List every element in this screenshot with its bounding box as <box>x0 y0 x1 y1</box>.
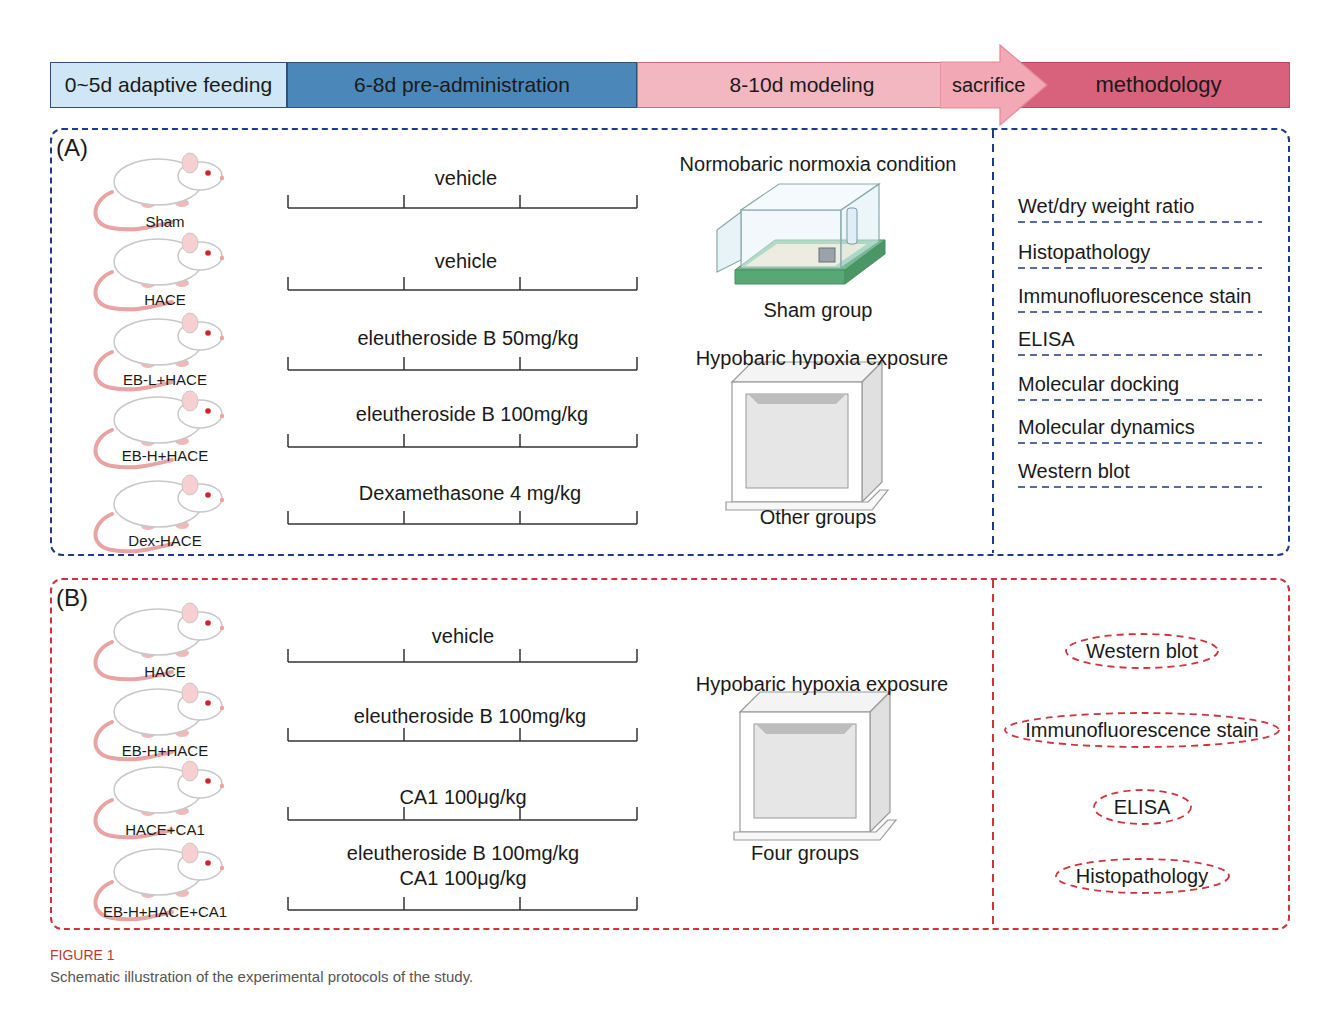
label-box: Hypobaric hypoxia exposure <box>696 673 948 695</box>
label: EB-H+HACE <box>122 447 208 464</box>
label: Molecular docking <box>1018 373 1179 395</box>
timeline-phase: 6-8d pre-administration <box>287 62 637 108</box>
label: eleutheroside B 100mg/kg <box>354 705 586 727</box>
label-box: eleutheroside B 100mg/kg <box>347 842 579 864</box>
node-text: sacrifice <box>952 74 1025 97</box>
label-box: vehicle <box>432 625 494 647</box>
label: Other groups <box>760 506 877 528</box>
timeline-phase: 8-10d modeling <box>637 62 967 108</box>
node-text: methodology <box>1096 72 1222 98</box>
method-ellipse: ELISA <box>1092 788 1193 826</box>
label-box: CA1 100μg/kg <box>399 786 526 808</box>
ellipse-line <box>1056 859 1229 893</box>
label: Normobaric normoxia condition <box>680 153 957 175</box>
node-text: Histopathology <box>1076 865 1208 888</box>
label-box: Molecular dynamics <box>1018 416 1195 438</box>
normoxia-cage <box>717 184 885 284</box>
label-box: Dexamethasone 4 mg/kg <box>359 482 581 504</box>
label: ELISA <box>1018 328 1075 350</box>
label: Four groups <box>751 842 859 864</box>
caption: Schematic illustration of the experiment… <box>50 968 473 985</box>
phase-arrow: sacrifice <box>940 44 1048 126</box>
label-box: eleutheroside B 100mg/kg <box>354 705 586 727</box>
label: Sham <box>145 213 184 230</box>
ellipse-line <box>1066 634 1218 668</box>
label: Sham group <box>764 299 873 321</box>
node-text: 6-8d pre-administration <box>354 73 570 97</box>
node-text: Western blot <box>1086 640 1198 663</box>
method-ellipse: Immunofluorescence stain <box>1003 711 1281 749</box>
label: vehicle <box>435 250 497 272</box>
label: Western blot <box>1018 460 1130 482</box>
label-box: Other groups <box>760 506 877 528</box>
ellipse-line <box>1005 713 1279 747</box>
label: CA1 100μg/kg <box>399 786 526 808</box>
label-box: Normobaric normoxia condition <box>680 153 957 175</box>
label-box: Sham <box>145 214 184 231</box>
label: CA1 100μg/kg <box>399 867 526 889</box>
label-box: EB-L+HACE <box>123 372 207 389</box>
node-text: ELISA <box>1114 796 1171 819</box>
label: Immunofluorescence stain <box>1018 285 1251 307</box>
timeline-phase: 0~5d adaptive feeding <box>50 62 287 108</box>
arrow-outline <box>940 45 1047 125</box>
label-box: Hypobaric hypoxia exposure <box>696 347 948 369</box>
label-box: FIGURE 1 <box>50 948 115 963</box>
label: vehicle <box>432 625 494 647</box>
label: eleutheroside B 50mg/kg <box>357 327 578 349</box>
label-box: CA1 100μg/kg <box>399 867 526 889</box>
label: EB-L+HACE <box>123 371 207 388</box>
label-box: eleutheroside B 100mg/kg <box>356 403 588 425</box>
panel-letter: (A) <box>56 134 88 161</box>
label-box: HACE <box>144 292 186 309</box>
label-box: Western blot <box>1018 460 1130 482</box>
label-box: EB-H+HACE+CA1 <box>103 904 227 921</box>
label: Dexamethasone 4 mg/kg <box>359 482 581 504</box>
label-box: EB-H+HACE <box>122 743 208 760</box>
label-box: Wet/dry weight ratio <box>1018 195 1194 217</box>
label: EB-H+HACE+CA1 <box>103 903 227 920</box>
label-box: eleutheroside B 50mg/kg <box>357 327 578 349</box>
method-ellipse: Western blot <box>1064 632 1220 670</box>
label: Histopathology <box>1018 241 1150 263</box>
node-text: 0~5d adaptive feeding <box>65 73 272 97</box>
label: HACE+CA1 <box>125 821 205 838</box>
label: HACE <box>144 663 186 680</box>
label: eleutheroside B 100mg/kg <box>356 403 588 425</box>
label-box: Histopathology <box>1018 241 1150 263</box>
label-box: Immunofluorescence stain <box>1018 285 1251 307</box>
label-box: Sham group <box>764 299 873 321</box>
ellipse-line <box>1094 790 1191 824</box>
label-box: Molecular docking <box>1018 373 1179 395</box>
label-box: vehicle <box>435 250 497 272</box>
label-box: EB-H+HACE <box>122 448 208 465</box>
label: eleutheroside B 100mg/kg <box>347 842 579 864</box>
caption-box: Schematic illustration of the experiment… <box>50 969 473 986</box>
label: HACE <box>144 291 186 308</box>
label-box: Four groups <box>751 842 859 864</box>
method-underline <box>1018 222 1262 487</box>
label: FIGURE 1 <box>50 947 115 963</box>
label-box: HACE <box>144 664 186 681</box>
panel-frame: (A) <box>50 128 1290 556</box>
node-text: Immunofluorescence stain <box>1025 719 1258 742</box>
label-box: HACE+CA1 <box>125 822 205 839</box>
panel-letter: (B) <box>56 584 88 611</box>
label-box: Dex-HACE <box>128 533 201 550</box>
method-ellipse: Histopathology <box>1054 857 1231 895</box>
label: Dex-HACE <box>128 532 201 549</box>
label: Hypobaric hypoxia exposure <box>696 347 948 369</box>
panel-frame: (B) Western blotImmunofluorescence stainE… <box>50 578 1290 930</box>
label-box: ELISA <box>1018 328 1075 350</box>
label-box: vehicle <box>435 167 497 189</box>
label: Hypobaric hypoxia exposure <box>696 673 948 695</box>
label: Molecular dynamics <box>1018 416 1195 438</box>
node-text: 8-10d modeling <box>730 73 875 97</box>
label: Wet/dry weight ratio <box>1018 195 1194 217</box>
label: EB-H+HACE <box>122 742 208 759</box>
label: vehicle <box>435 167 497 189</box>
